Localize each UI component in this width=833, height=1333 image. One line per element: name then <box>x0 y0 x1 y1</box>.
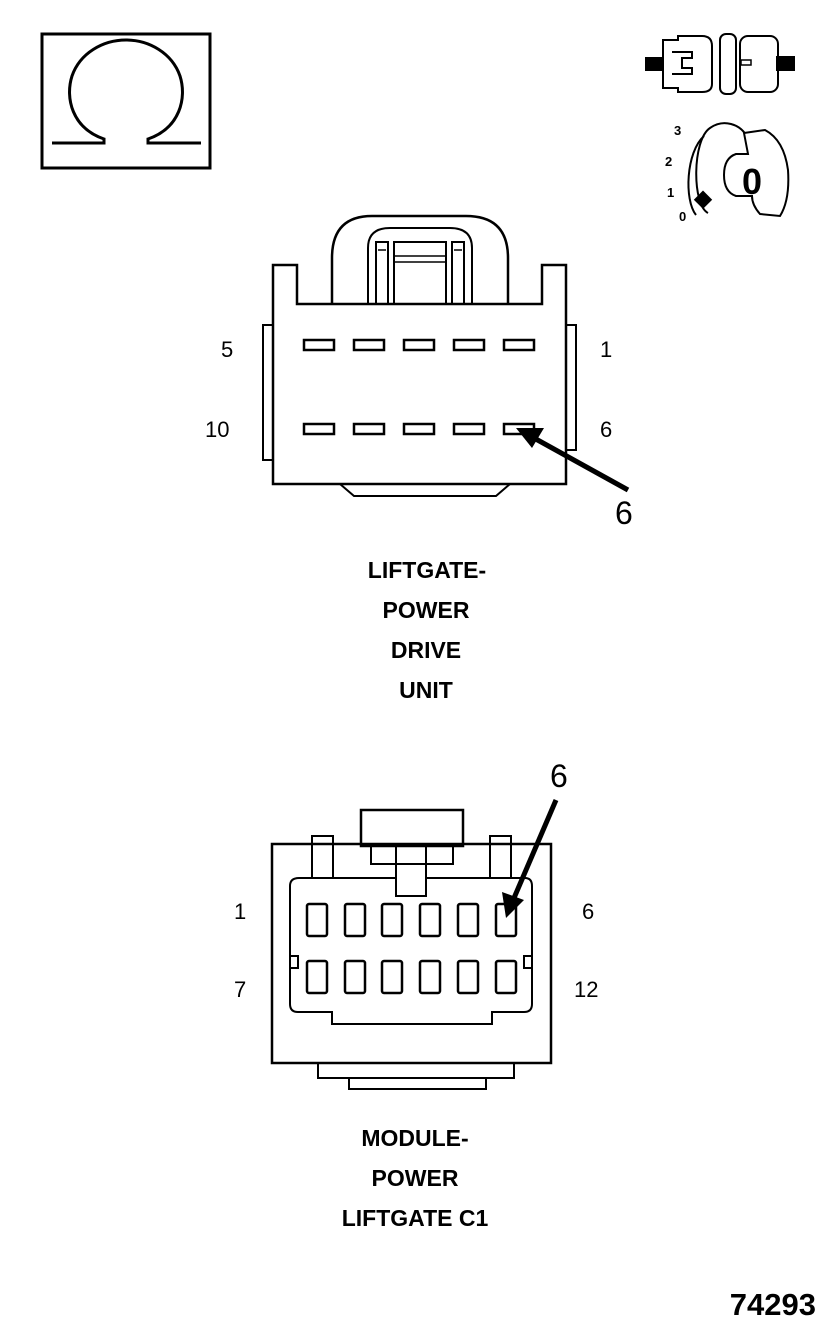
ignition-position-1: 1 <box>667 185 674 200</box>
ignition-position-2: 2 <box>665 154 672 169</box>
pin-label-top-right: 1 <box>600 337 612 362</box>
connector-title-bottom: MODULE- POWER LIFTGATE C1 <box>342 1125 489 1231</box>
pin-label-bottom-right: 6 <box>600 417 612 442</box>
ignition-position-0: 0 <box>679 209 686 224</box>
ignition-key-off-icon: 3 2 1 0 0 <box>665 122 790 224</box>
cavity-row-bottom <box>302 422 536 436</box>
cavity-row-top <box>305 902 518 938</box>
liftgate-power-drive-unit-connector: 5 1 10 6 6 <box>205 214 633 531</box>
pin-label-bottom-left: 7 <box>234 977 246 1002</box>
title-line: POWER <box>383 597 470 623</box>
connector-title-top: LIFTGATE- POWER DRIVE UNIT <box>368 557 486 703</box>
module-power-liftgate-c1-connector: 1 6 7 12 6 <box>234 758 598 1090</box>
pin-callout-arrow <box>516 428 630 493</box>
pin-label-top-right: 6 <box>582 899 594 924</box>
title-line: DRIVE <box>391 637 461 663</box>
title-line: POWER <box>372 1165 459 1191</box>
title-line: UNIT <box>399 677 453 703</box>
ignition-key-label: 0 <box>742 161 762 202</box>
figure-number: 74293 <box>730 1287 816 1322</box>
title-line: LIFTGATE C1 <box>342 1205 489 1231</box>
pin-label-top-left: 1 <box>234 899 246 924</box>
callout-pin-number: 6 <box>550 758 568 794</box>
pin-callout-arrow <box>502 799 559 918</box>
ignition-position-3: 3 <box>674 123 681 138</box>
ohm-symbol-icon <box>40 32 212 170</box>
cavity-row-bottom <box>305 959 518 995</box>
cavity-row-top <box>302 338 536 352</box>
pin-label-bottom-left: 10 <box>205 417 229 442</box>
pin-label-bottom-right: 12 <box>574 977 598 1002</box>
disconnected-connector-icon <box>645 33 795 95</box>
pin-label-top-left: 5 <box>221 337 233 362</box>
title-line: MODULE- <box>361 1125 468 1151</box>
title-line: LIFTGATE- <box>368 557 486 583</box>
callout-pin-number: 6 <box>615 495 633 531</box>
